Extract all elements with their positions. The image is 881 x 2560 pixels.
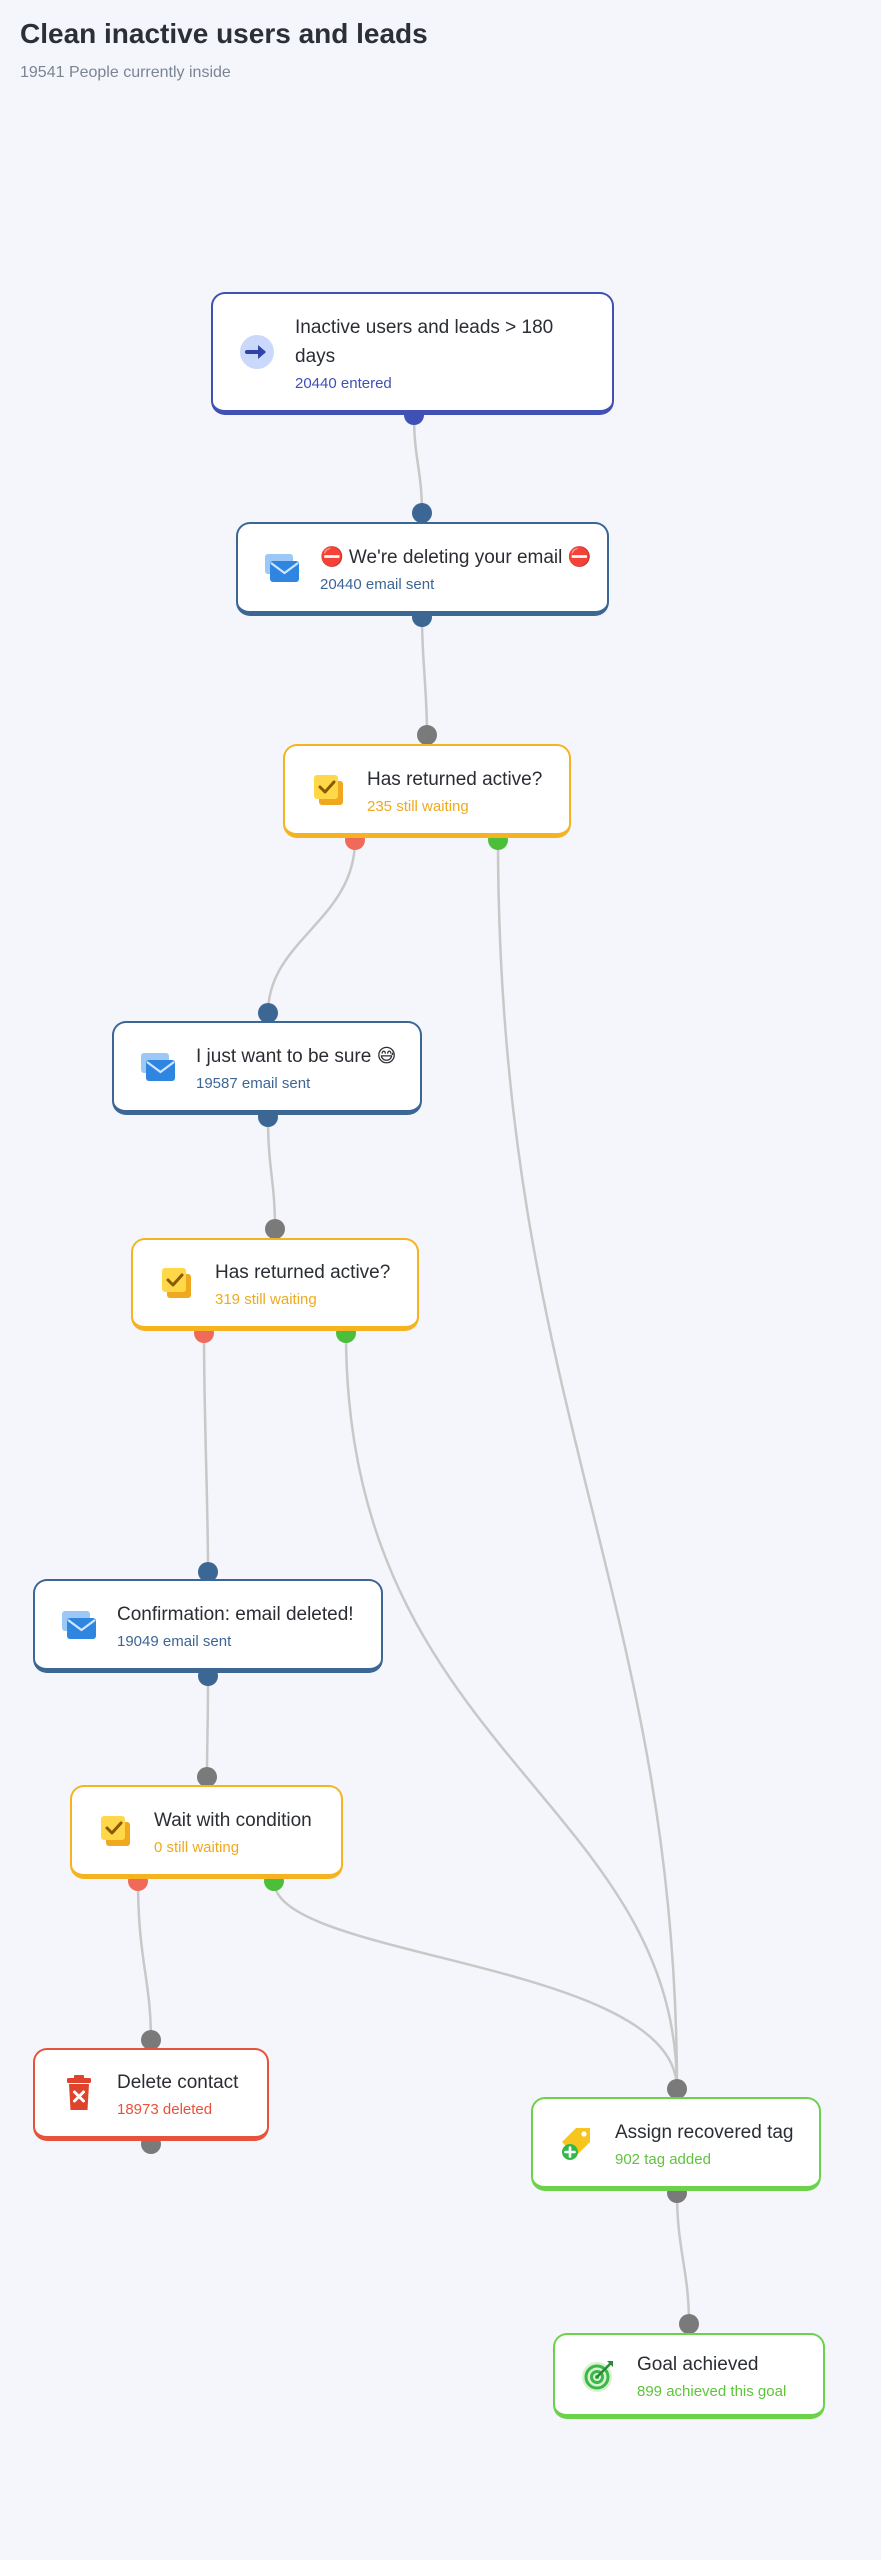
port-cond2-in — [265, 1219, 285, 1239]
checklist-icon — [309, 770, 349, 810]
assign-tag-node[interactable]: Assign recovered tag 902 tag added — [531, 2097, 821, 2191]
checklist-icon — [96, 1811, 136, 1851]
arrow-right-icon — [237, 332, 277, 372]
wire-cond2-tag — [344, 1332, 679, 2090]
delete-contact-node[interactable]: Delete contact 18973 deleted — [33, 2048, 269, 2141]
target-icon — [579, 2355, 619, 2395]
goal-stat: 899 achieved this goal — [637, 2382, 787, 2400]
condition-stat: 319 still waiting — [215, 1291, 317, 1308]
goal-label: Goal achieved — [637, 2353, 759, 2375]
wire-wait-tag — [272, 1880, 679, 2090]
email-subject: Confirmation: email deleted! — [117, 1603, 354, 1625]
envelope-icon — [262, 548, 302, 588]
email-stat: 19049 email sent — [117, 1632, 232, 1650]
port-goal-in — [679, 2314, 699, 2334]
page-title: Clean inactive users and leads — [20, 18, 428, 49]
condition-node-returned-active-2[interactable]: Has returned active? 319 still waiting — [131, 1238, 419, 1331]
wire-wait-delete — [136, 1880, 153, 2041]
condition-label: Wait with condition — [154, 1809, 312, 1831]
tag-label: Assign recovered tag — [615, 2121, 794, 2143]
email-node-deleting[interactable]: ⛔ We're deleting your email ⛔ 20440 emai… — [236, 522, 609, 616]
trigger-stat: 20440 entered — [295, 374, 392, 392]
port-cond1-in — [417, 725, 437, 745]
trigger-label: Inactive users and leads > 180 days — [295, 316, 554, 367]
trash-icon — [59, 2073, 99, 2113]
wire-email3-wait — [205, 1675, 210, 1778]
wire-email2-cond2 — [266, 1116, 277, 1230]
port-email1-in — [412, 503, 432, 523]
email-stat: 19587 email sent — [196, 1074, 311, 1092]
wire-trigger-email1 — [412, 414, 424, 514]
wait-condition-node[interactable]: Wait with condition 0 still waiting — [70, 1785, 343, 1879]
email-node-confirmation[interactable]: Confirmation: email deleted! 19049 email… — [33, 1579, 383, 1673]
condition-label: Has returned active? — [367, 768, 543, 790]
trigger-node[interactable]: Inactive users and leads > 180 days 2044… — [211, 292, 614, 415]
condition-stat: 0 still waiting — [154, 1838, 240, 1856]
port-email3-in — [198, 1562, 218, 1582]
tag-stat: 902 tag added — [615, 2150, 711, 2168]
wire-cond1-tag — [496, 839, 679, 2090]
port-delete-in — [141, 2030, 161, 2050]
port-tag-in — [667, 2079, 687, 2099]
goal-achieved-node[interactable]: Goal achieved 899 achieved this goal — [553, 2333, 825, 2419]
condition-node-returned-active-1[interactable]: Has returned active? 235 still waiting — [283, 744, 571, 838]
email-subject: ⛔ We're deleting your email ⛔ — [320, 546, 592, 568]
envelope-icon — [59, 1605, 99, 1645]
email-stat: 20440 email sent — [320, 575, 435, 593]
condition-label: Has returned active? — [215, 1262, 391, 1283]
email-node-just-to-be-sure[interactable]: I just want to be sure 😅 19587 email sen… — [112, 1021, 422, 1115]
delete-label: Delete contact — [117, 2072, 239, 2093]
wire-cond2-email3 — [202, 1332, 210, 1573]
wire-tag-goal — [675, 2192, 691, 2325]
checklist-icon — [157, 1263, 197, 1303]
tag-add-icon — [557, 2123, 597, 2163]
condition-stat: 235 still waiting — [367, 797, 469, 815]
delete-stat: 18973 deleted — [117, 2101, 213, 2118]
email-subject: I just want to be sure 😅 — [196, 1045, 397, 1067]
port-wait-in — [197, 1767, 217, 1787]
header: Clean inactive users and leads 19541 Peo… — [20, 18, 428, 82]
wire-cond1-email2 — [266, 839, 357, 1014]
envelope-icon — [138, 1047, 178, 1087]
wire-email1-cond1 — [420, 616, 429, 736]
port-email2-in — [258, 1003, 278, 1023]
people-count: 19541 People currently inside — [20, 64, 231, 81]
